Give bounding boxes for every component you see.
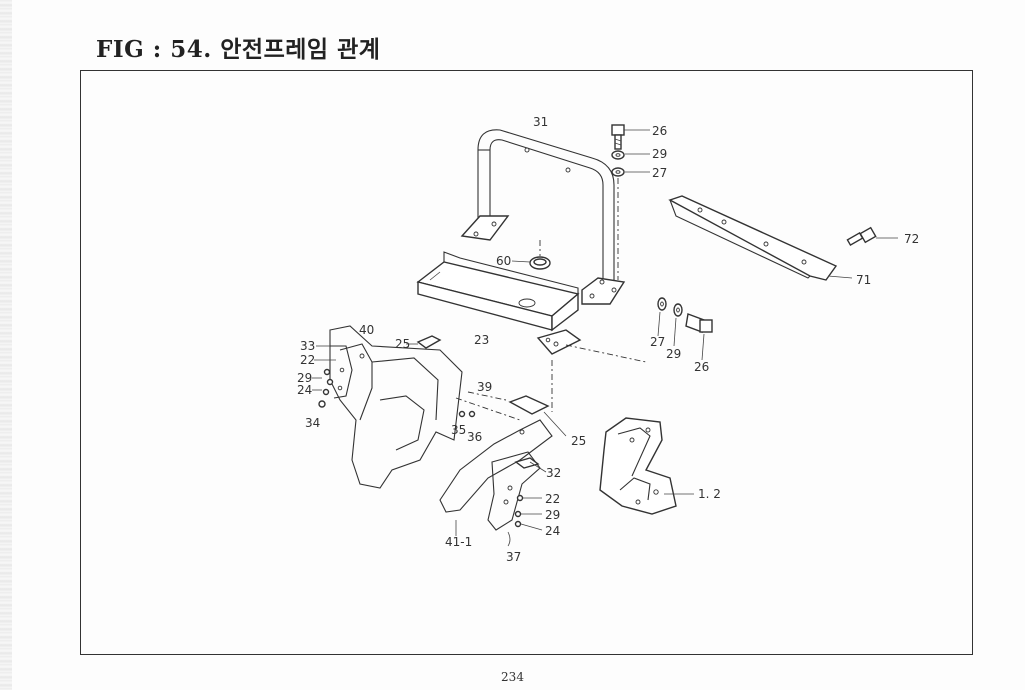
- callout-37: 37: [506, 550, 521, 564]
- callout-33: 33: [300, 339, 315, 353]
- callout-27-lower: 27: [650, 335, 665, 349]
- callout-39: 39: [477, 380, 492, 394]
- callout-26-lower: 26: [694, 360, 709, 374]
- callout-labels: 31 26 29 27 72 71 60 23 40 25 33 22 29 2…: [297, 115, 919, 564]
- bolt-side-rail: [846, 226, 898, 247]
- mounting-bracket: [599, 417, 694, 515]
- callout-24-right: 24: [545, 524, 560, 538]
- callout-60: 60: [496, 254, 511, 268]
- callout-29-upper: 29: [652, 147, 667, 161]
- callout-29-left: 29: [297, 371, 312, 385]
- callout-35: 35: [451, 423, 466, 437]
- bolt-stack-lower: [657, 297, 713, 361]
- hardware-left: [312, 345, 336, 408]
- callout-24-left: 24: [297, 383, 312, 397]
- callout-27-upper: 27: [652, 166, 667, 180]
- callout-1-2: 1. 2: [698, 487, 721, 501]
- callout-22-left: 22: [300, 353, 315, 367]
- figure-title: FIG : 54. 안전프레임 관계: [96, 36, 381, 63]
- grommet: [511, 240, 551, 270]
- callout-41-1: 41-1: [445, 535, 472, 549]
- callout-23: 23: [474, 333, 489, 347]
- callout-40: 40: [359, 323, 374, 337]
- callout-71: 71: [856, 273, 871, 287]
- callout-32: 32: [546, 466, 561, 480]
- callout-25-upper: 25: [395, 337, 410, 351]
- bolt-stack-upper: [611, 124, 650, 280]
- callout-26-upper: 26: [652, 124, 667, 138]
- frame-base-channel: [416, 251, 647, 412]
- callout-34: 34: [305, 416, 320, 430]
- pedal-bracket: [439, 391, 567, 547]
- callout-29-lower: 29: [666, 347, 681, 361]
- callout-72: 72: [904, 232, 919, 246]
- figure-frame: [80, 70, 973, 655]
- fender-bracket-assembly: [329, 325, 463, 489]
- scan-edge: [0, 0, 12, 690]
- page-number: 234: [501, 670, 524, 684]
- callout-31: 31: [533, 115, 548, 129]
- callout-29-right: 29: [545, 508, 560, 522]
- callout-25-lower: 25: [571, 434, 586, 448]
- callout-36: 36: [467, 430, 482, 444]
- safety-frame-roll-bar: [460, 129, 626, 305]
- side-rail-plate: [668, 195, 853, 281]
- callout-22-right: 22: [545, 492, 560, 506]
